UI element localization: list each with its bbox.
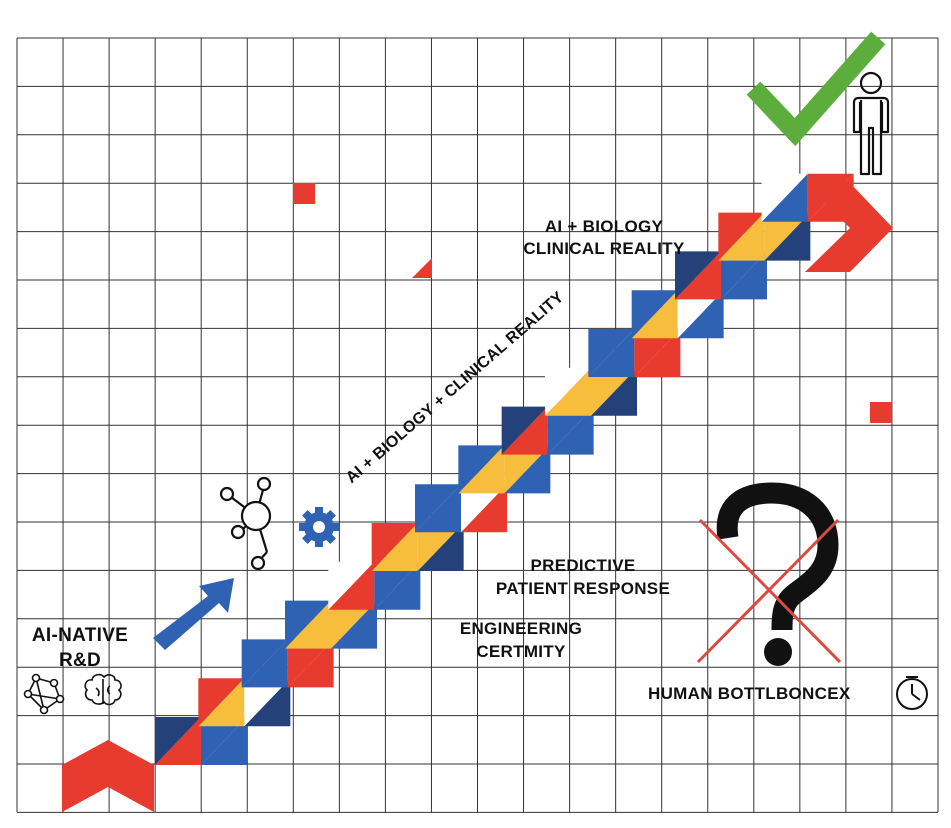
mosaic-triangle — [501, 406, 548, 455]
mosaic-triangle — [588, 329, 635, 377]
mosaic-triangle — [761, 173, 808, 222]
mosaic-triangle — [415, 484, 461, 533]
predictive-line2: PATIENT RESPONSE — [495, 579, 671, 598]
mosaic-triangle — [371, 523, 418, 571]
person-icon — [852, 71, 890, 176]
mosaic-triangle — [634, 329, 681, 377]
gear-icon — [299, 507, 339, 547]
mosaic-triangle — [718, 212, 765, 261]
scatter-triangle — [412, 258, 432, 278]
mosaic-triangle — [244, 678, 291, 727]
mosaic-triangle — [198, 678, 245, 727]
mosaic-triangle — [501, 406, 548, 455]
mosaic-triangle — [241, 639, 288, 688]
ai-native-line1: AI-NATIVE — [31, 625, 129, 646]
mosaic-triangle — [331, 600, 377, 649]
engineering-line2: CERTMITY — [476, 642, 566, 661]
clock-icon — [896, 676, 928, 710]
x-cross-icon — [696, 518, 842, 664]
arrow-up-right-icon — [153, 578, 234, 650]
network-icon — [219, 476, 272, 571]
ai-native-label: AI-NATIVE R&D — [20, 623, 140, 673]
graph-nodes-icon — [23, 673, 65, 715]
mosaic-triangle — [461, 484, 507, 533]
chevron-shape — [62, 740, 154, 812]
scatter-square — [870, 402, 892, 423]
ai-native-line2: R&D — [58, 650, 102, 671]
mosaic-triangle — [285, 600, 331, 649]
checkmark-icon — [746, 31, 886, 147]
mosaic-triangle — [631, 290, 678, 339]
top-title-line1: AI + BIOLOGY — [544, 217, 664, 236]
question-mark-icon — [716, 482, 839, 666]
mosaic-triangle — [675, 251, 721, 300]
mosaic-triangle — [244, 678, 291, 727]
scatter-square — [293, 183, 315, 204]
mosaic-triangle — [677, 290, 724, 339]
mosaic-triangle — [458, 445, 505, 494]
mosaic-triangle — [241, 639, 288, 688]
mosaic-triangle — [504, 445, 551, 494]
mosaic-triangle — [201, 717, 247, 765]
brain-icon — [84, 673, 122, 706]
top-title: AI + BIOLOGY CLINICAL REALITY — [509, 216, 699, 260]
mosaic-triangle — [504, 445, 551, 494]
mosaic-triangle — [417, 523, 464, 571]
mosaic-triangle — [328, 561, 375, 610]
mosaic-triangle — [547, 406, 594, 455]
predictive-line1: PREDICTIVE — [530, 556, 636, 575]
top-title-line2: CLINICAL REALITY — [523, 239, 685, 258]
mosaic-triangle — [721, 251, 767, 300]
chevron-shape — [805, 183, 893, 272]
engineering-line1: ENGINEERING — [459, 619, 583, 638]
mosaic-triangle — [374, 561, 421, 610]
mosaic-triangle — [155, 717, 201, 765]
diagonal-mosaic-band — [155, 173, 854, 765]
mosaic-triangle — [764, 212, 811, 261]
mosaic-triangle — [287, 639, 334, 688]
human-bottleneck-label: HUMAN BOTTLBONCEX — [648, 684, 851, 703]
mosaic-triangle — [591, 367, 637, 416]
predictive-label: PREDICTIVE PATIENT RESPONSE — [478, 554, 688, 600]
engineering-label: ENGINEERING CERTMITY — [446, 617, 596, 663]
mosaic-triangle — [545, 367, 591, 416]
